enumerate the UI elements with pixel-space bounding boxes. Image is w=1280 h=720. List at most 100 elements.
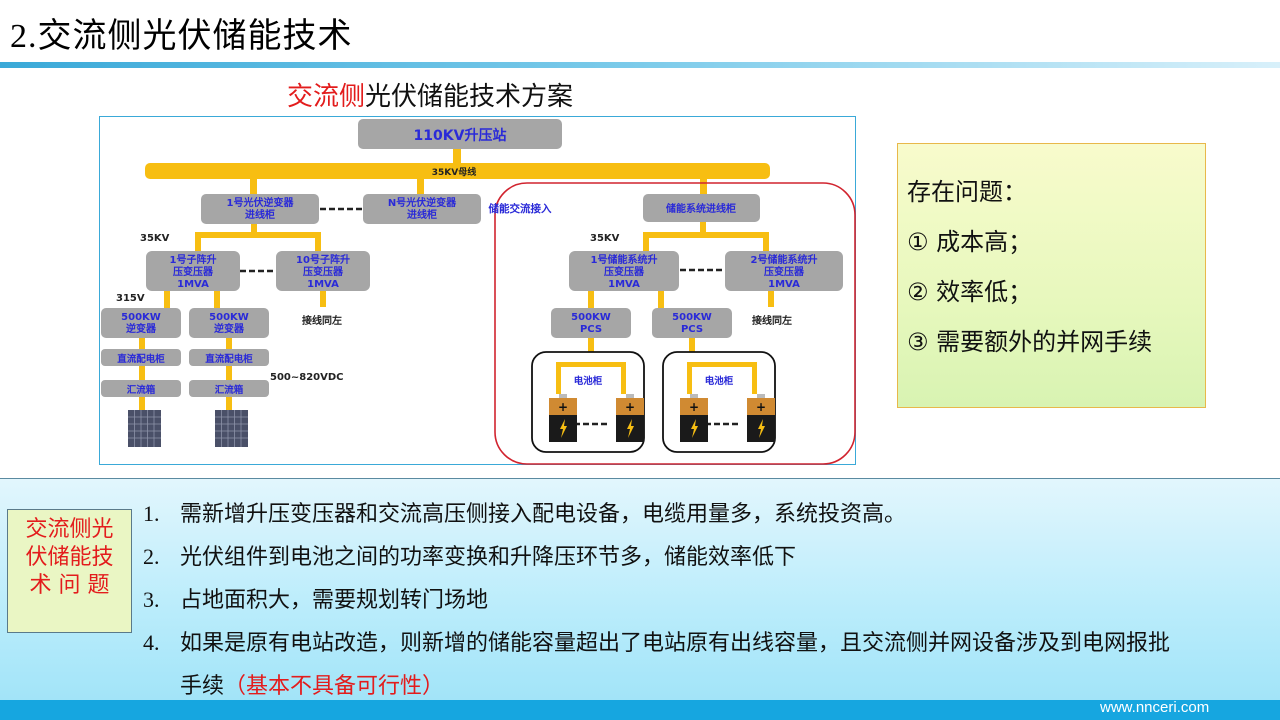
problem-item: ③ 需要额外的并网手续 [907, 328, 1153, 356]
connector [315, 232, 321, 252]
battery-icon: + [549, 394, 577, 442]
issue-text: 光伏组件到电池之间的功率变换和升降压环节多，储能效率低下 [180, 545, 797, 570]
storage-transformer-2-line1: 2号储能系统升 [751, 253, 818, 266]
pv-transformer-10-line1: 10号子阵升 [296, 253, 350, 266]
storage-transformer-1-line1: 1号储能系统升 [591, 253, 658, 266]
connector [768, 291, 774, 307]
substation-box [358, 119, 562, 149]
same-wiring-label: 接线同左 [302, 314, 342, 327]
connector [643, 232, 769, 238]
side-label-line: 伏储能技 [25, 545, 114, 570]
pv-voltage-label: 35KV [140, 233, 170, 244]
issue-item: 1. 需新增升压变压器和交流高压侧接入配电设备，电缆用量多，系统投资高。 [143, 496, 906, 528]
connector [226, 397, 232, 410]
title-text: 交流侧光伏储能技术 [37, 16, 353, 56]
connector [164, 291, 170, 309]
connector [588, 338, 594, 362]
side-label-line: 术 问 题 [29, 573, 110, 598]
problem-item: ② 效率低； [907, 278, 1033, 306]
storage-transformer-1 [569, 251, 679, 291]
issue-number: 4. [143, 630, 160, 655]
battery-icon: + [616, 394, 644, 442]
combiner-box-2-label: 汇流箱 [215, 384, 244, 396]
connector [139, 338, 145, 349]
dc-cabinet-1-label: 直流配电柜 [117, 353, 165, 365]
battery-cabinet-1-label: 电池柜 [574, 375, 603, 387]
issues-panel: 交流侧光 伏储能技 术 问 题 1. 需新增升压变压器和交流高压侧接入配电设备，电… [0, 478, 1280, 701]
connector [226, 338, 232, 349]
battery-cabinet-2-label: 电池柜 [705, 375, 734, 387]
svg-text:+: + [625, 400, 635, 414]
connector [658, 291, 664, 309]
pcs-2-line2: PCS [681, 324, 703, 335]
issue-item: 4. 如果是原有电站改造，则新增的储能容量超出了电站原有出线容量，且交流侧并网设备… [143, 625, 1170, 657]
pcs-1 [551, 308, 631, 338]
diagram-title-highlight: 交流侧 [287, 82, 366, 112]
svg-text:+: + [689, 400, 699, 414]
connector [250, 179, 257, 194]
pcs-2 [652, 308, 732, 338]
title-divider [0, 62, 1280, 68]
pv-transformer-10-line3: 1MVA [307, 279, 339, 290]
solar-panel-icon [128, 410, 161, 447]
storage-group-label: 储能交流接入 [489, 202, 552, 215]
connector [453, 149, 461, 163]
issue-continuation: 手续（基本不具备可行性） [180, 668, 444, 700]
diagram-title: 交流侧光伏储能技术方案 [287, 76, 573, 113]
connector [139, 397, 145, 410]
issue-text: 占地面积大，需要规划转门场地 [180, 588, 489, 613]
combiner-box-1 [101, 380, 181, 397]
connector [226, 366, 232, 380]
pv-transformer-1-line3: 1MVA [177, 279, 209, 290]
diagram-title-rest: 光伏储能技术方案 [365, 82, 574, 112]
battery-icon: + [747, 394, 775, 442]
combiner-box-2 [189, 380, 269, 397]
pv-cabinet-n [363, 194, 481, 224]
issue-text: 手续 [180, 674, 225, 699]
connector [643, 232, 649, 252]
issue-item: 2. 光伏组件到电池之间的功率变换和升降压环节多，储能效率低下 [143, 539, 796, 571]
connector [195, 232, 321, 238]
svg-text:+: + [756, 400, 766, 414]
pv-cabinet-1-line1: 1号光伏逆变器 [227, 196, 295, 209]
connector [417, 179, 424, 194]
issue-text: 需新增升压变压器和交流高压侧接入配电设备，电缆用量多，系统投资高。 [180, 502, 907, 527]
connector [195, 232, 201, 252]
pv-transformer-10-line2: 压变压器 [303, 265, 344, 278]
low-voltage-label: 315V [116, 293, 145, 304]
storage-same-wiring-label: 接线同左 [752, 314, 792, 327]
connector [251, 224, 257, 234]
connector [320, 291, 326, 307]
side-label-line: 交流侧光 [25, 517, 114, 542]
connector [689, 338, 695, 362]
feasibility-note: （基本不具备可行性） [224, 674, 445, 699]
issue-text: 如果是原有电站改造，则新增的储能容量超出了电站原有出线容量，且交流侧并网设备涉及… [180, 631, 1171, 656]
storage-transformer-2 [725, 251, 843, 291]
storage-cabinet-label: 储能系统进线柜 [665, 202, 736, 215]
issue-number: 2. [143, 544, 160, 569]
storage-transformer-2-line3: 1MVA [768, 279, 800, 290]
inverter-2-line2: 逆变器 [214, 322, 245, 335]
problems-heading: 存在问题： [907, 178, 1027, 206]
issues-side-label: 交流侧光 伏储能技 术 问 题 [7, 509, 132, 633]
substation-label: 110KV升压站 [414, 127, 507, 144]
footer-bar: www.nnceri.com [0, 699, 1280, 720]
system-diagram: 110KV升压站 35KV母线 1号光伏逆变器 进线柜 N号光伏逆变器 进线柜 … [99, 116, 856, 465]
pv-transformer-1-line1: 1号子阵升 [170, 253, 217, 266]
storage-group-outline [494, 182, 856, 465]
pv-transformer-1-line2: 压变压器 [173, 265, 214, 278]
connector [214, 291, 220, 309]
issue-number: 1. [143, 501, 160, 526]
inverter-2 [189, 308, 269, 338]
connector [700, 179, 707, 194]
svg-text:+: + [558, 400, 568, 414]
storage-transformer-1-line3: 1MVA [608, 279, 640, 290]
dc-cabinet-1 [101, 349, 181, 366]
slide-title: 2.交流侧光伏储能技术 [10, 8, 353, 57]
problems-panel: 存在问题： ① 成本高； ② 效率低； ③ 需要额外的并网手续 [897, 143, 1206, 408]
inverter-2-line1: 500KW [209, 312, 249, 323]
connector [700, 222, 706, 233]
issue-item: 3.占地面积大，需要规划转门场地 [143, 582, 488, 614]
problem-item: ① 成本高； [907, 228, 1033, 256]
busbar-35kv [145, 163, 770, 179]
